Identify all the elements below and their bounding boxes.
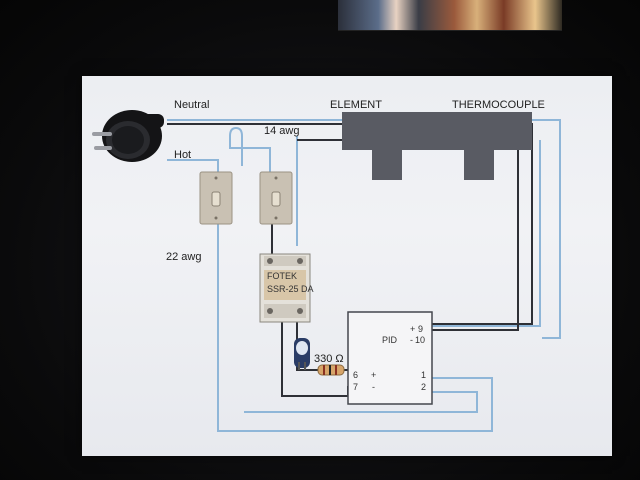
element-block [342, 112, 532, 180]
wiring-diagram-slide: FOTEK SSR-25 DA PID + 9 - 10 [82, 76, 612, 456]
ssr-brand: FOTEK [267, 271, 297, 281]
awg22-label: 22 awg [166, 251, 201, 263]
neutral-wire [167, 119, 561, 339]
pid-pin-minus-left: - [372, 382, 375, 392]
awg14-label: 14 awg [264, 125, 299, 137]
neutral-label: Neutral [174, 99, 209, 111]
pid-control-wire [244, 391, 478, 413]
pid-pin-plus-right: + [410, 324, 415, 334]
solid-state-relay: FOTEK SSR-25 DA [259, 253, 314, 323]
thermocouple-return-wire [432, 140, 519, 331]
ssr-to-resistor-wire [296, 321, 318, 371]
pid-pin-minus-right: - [410, 335, 413, 345]
hot-label: Hot [174, 149, 191, 161]
power-plug-icon [92, 110, 164, 162]
resistor-label: 330 Ω [314, 353, 344, 365]
wiring-diagram: FOTEK SSR-25 DA PID + 9 - 10 [92, 99, 561, 432]
pid-pin-10: 10 [415, 335, 425, 345]
thermocouple-lead-wire [432, 140, 541, 327]
ssr-model: SSR-25 DA [267, 284, 314, 294]
pid-pin-7: 7 [353, 382, 358, 392]
led-icon [294, 338, 310, 370]
thermocouple-label: THERMOCOUPLE [452, 99, 545, 111]
pid-pin-2: 2 [421, 382, 426, 392]
toggle-switch-1[interactable] [199, 171, 233, 225]
pid-pin-1: 1 [421, 370, 426, 380]
pid-pin-plus-left: + [371, 370, 376, 380]
pid-title: PID [382, 335, 398, 345]
pid-pin-9: 9 [418, 324, 423, 334]
switch-element-wire [297, 124, 345, 141]
element-label: ELEMENT [330, 99, 382, 111]
hot-jumper-wire [229, 126, 271, 174]
toggle-switch-2[interactable] [259, 171, 293, 225]
hot-wire [167, 159, 219, 174]
pid-pin-6: 6 [353, 370, 358, 380]
pid-controller: PID + 9 - 10 6 7 + - 1 2 [347, 311, 433, 405]
resistor-icon [317, 364, 345, 376]
video-thumbnail-strip [338, 0, 562, 31]
hot-return-wire [217, 216, 493, 432]
